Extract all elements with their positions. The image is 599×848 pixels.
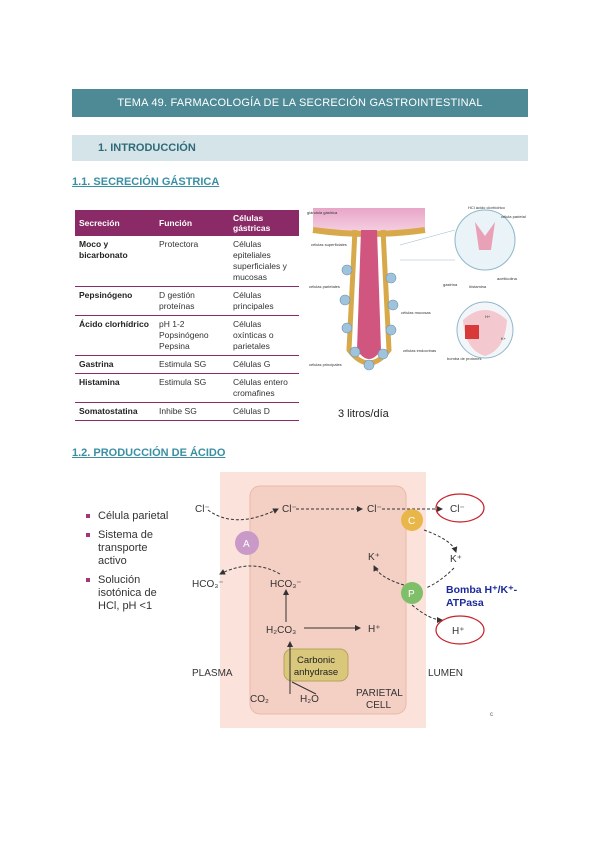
pump-cell-shape — [463, 310, 507, 356]
gland-label: histamina — [469, 284, 487, 289]
table-row: Somatostatina Inhibe SG Células D — [75, 402, 299, 421]
gland-label: K+ — [501, 336, 507, 341]
table-cell: pH 1-2 Popsinógeno Pepsina — [155, 315, 229, 356]
page-mark: c — [490, 712, 493, 718]
column-header: Secreción — [75, 210, 155, 236]
column-header: Función — [155, 210, 229, 236]
gland-label: células endocrinas — [403, 348, 436, 353]
transporter-a-label: A — [243, 539, 250, 550]
table-cell: Pepsinógeno — [75, 286, 155, 316]
secretion-table: Secreción Función Células gástricas Moco… — [75, 210, 299, 421]
list-item: Célula parietal — [86, 510, 176, 523]
canaliculus-shape — [475, 222, 495, 250]
synthesis-arrow — [291, 681, 317, 695]
gland-label: gastrina — [443, 282, 458, 287]
table-cell: Gastrina — [75, 355, 155, 374]
proton-pump-label: P — [408, 589, 415, 600]
table-row: Pepsinógeno D gestión proteínas Células … — [75, 286, 299, 316]
page-title: TEMA 49. FARMACOLOGÍA DE LA SECRECIÓN GA… — [117, 97, 483, 109]
list-item: Sistema de transporte activo — [86, 529, 176, 568]
acid-production-diagram: Cl⁻ Cl⁻ Cl⁻ Cl⁻ A C P HCO₃⁻ HCO₃⁻ K⁺ K⁺ … — [192, 472, 518, 728]
table-cell: Estimula SG — [155, 355, 229, 374]
bicarbonate-arrow — [219, 565, 281, 575]
gland-label: H+ — [485, 314, 491, 319]
carbonic-anhydrase-box — [283, 648, 349, 682]
table-cell: Células D — [229, 402, 299, 421]
transporter-c-label: C — [408, 516, 415, 527]
chloride-arrow — [207, 508, 279, 521]
gland-label: célula parietal — [501, 214, 526, 219]
proton-cell: H⁺ — [368, 624, 381, 635]
table-row: Gastrina Estimula SG Células G — [75, 355, 299, 374]
gland-label: células principales — [309, 362, 342, 367]
potassium-lumen: K⁺ — [450, 554, 462, 565]
table-cell: Protectora — [155, 236, 229, 287]
chloride-lumen: Cl⁻ — [450, 504, 465, 515]
pump-label-line-1: Bomba H⁺/K⁺- — [446, 584, 518, 596]
list-item: Solución isotónica de HCl, pH <1 — [86, 574, 176, 613]
pump-shape — [465, 325, 479, 339]
carbonic-acid: H₂CO₃ — [266, 625, 296, 636]
mucosa-surface-shape — [313, 208, 425, 234]
water: H₂O — [300, 694, 319, 705]
transporter-c — [401, 509, 423, 531]
table-cell: Ácido clorhídrico — [75, 315, 155, 356]
table-cell: Estimula SG — [155, 373, 229, 403]
chloride-cell: Cl⁻ — [282, 504, 297, 515]
gland-label: HCl ácido clorhídrico — [468, 205, 506, 210]
table-cell: Somatostatina — [75, 402, 155, 421]
gastric-gland-illustration: glándula gástrica células superficiales … — [305, 200, 529, 382]
parietal-cells-group — [339, 264, 399, 371]
gland-label: células mucosas — [401, 310, 431, 315]
chloride-cell-apical: Cl⁻ — [367, 504, 382, 515]
potassium-arrow — [425, 567, 455, 589]
table-cell: D gestión proteínas — [155, 286, 229, 316]
bicarbonate-plasma: HCO₃⁻ — [192, 579, 224, 590]
chloride-plasma: Cl⁻ — [195, 504, 210, 515]
column-header: Células gástricas — [229, 210, 299, 236]
secretion-volume-note: 3 litros/día — [338, 408, 389, 420]
lumen-label: LUMEN — [428, 668, 463, 679]
potassium-arrow — [373, 565, 405, 586]
gland-label: bomba de protones — [447, 356, 481, 361]
subsection-heading-acid: 1.2. PRODUCCIÓN DE ÁCIDO — [72, 447, 226, 459]
table-row: Ácido clorhídrico pH 1-2 Popsinógeno Pep… — [75, 315, 299, 356]
lumen-proton-ring — [435, 615, 485, 645]
bicarbonate-cell: HCO₃⁻ — [270, 579, 302, 590]
proton-pump-p — [401, 582, 423, 604]
table-cell: Células G — [229, 355, 299, 374]
table-cell: Células epiteliales superficiales y muco… — [229, 236, 299, 287]
section-title: 1. INTRODUCCIÓN — [98, 142, 196, 154]
page-title-bar: TEMA 49. FARMACOLOGÍA DE LA SECRECIÓN GA… — [72, 89, 528, 117]
gland-lumen — [357, 230, 381, 359]
table-row: Moco y bicarbonato Protectora Células ep… — [75, 236, 299, 287]
bullet-list: Célula parietal Sistema de transporte ac… — [86, 510, 176, 619]
plasma-label: PLASMA — [192, 668, 233, 679]
section-heading: 1. INTRODUCCIÓN — [72, 135, 528, 161]
table-cell: Moco y bicarbonato — [75, 236, 155, 287]
lumen-chloride-ring — [435, 493, 485, 523]
table-cell: Células oxínticas o parietales — [229, 315, 299, 356]
table-cell: Células entero cromafines — [229, 373, 299, 403]
table-cell: Histamina — [75, 373, 155, 403]
subsection-heading-gastric: 1.1. SECRECIÓN GÁSTRICA — [72, 176, 220, 188]
potassium-arrow — [423, 529, 458, 553]
transporter-a — [235, 531, 259, 555]
gland-label: células superficiales — [311, 242, 347, 247]
gland-label: glándula gástrica — [307, 210, 338, 215]
table-cell: Células principales — [229, 286, 299, 316]
zoom-guide-lines — [399, 229, 456, 261]
table-cell: Inhibe SG — [155, 402, 229, 421]
gland-label: células parietales — [309, 284, 340, 289]
proton-lumen: H⁺ — [452, 626, 465, 637]
potassium-cell: K⁺ — [368, 552, 380, 563]
table-row: Histamina Estimula SG Células entero cro… — [75, 373, 299, 403]
gland-label: acetilcolina — [497, 276, 518, 281]
table-header-row: Secreción Función Células gástricas — [75, 210, 299, 236]
carbon-dioxide: CO₂ — [250, 694, 269, 705]
proton-arrow — [411, 604, 443, 623]
pump-label-line-2: ATPasa — [446, 597, 484, 609]
